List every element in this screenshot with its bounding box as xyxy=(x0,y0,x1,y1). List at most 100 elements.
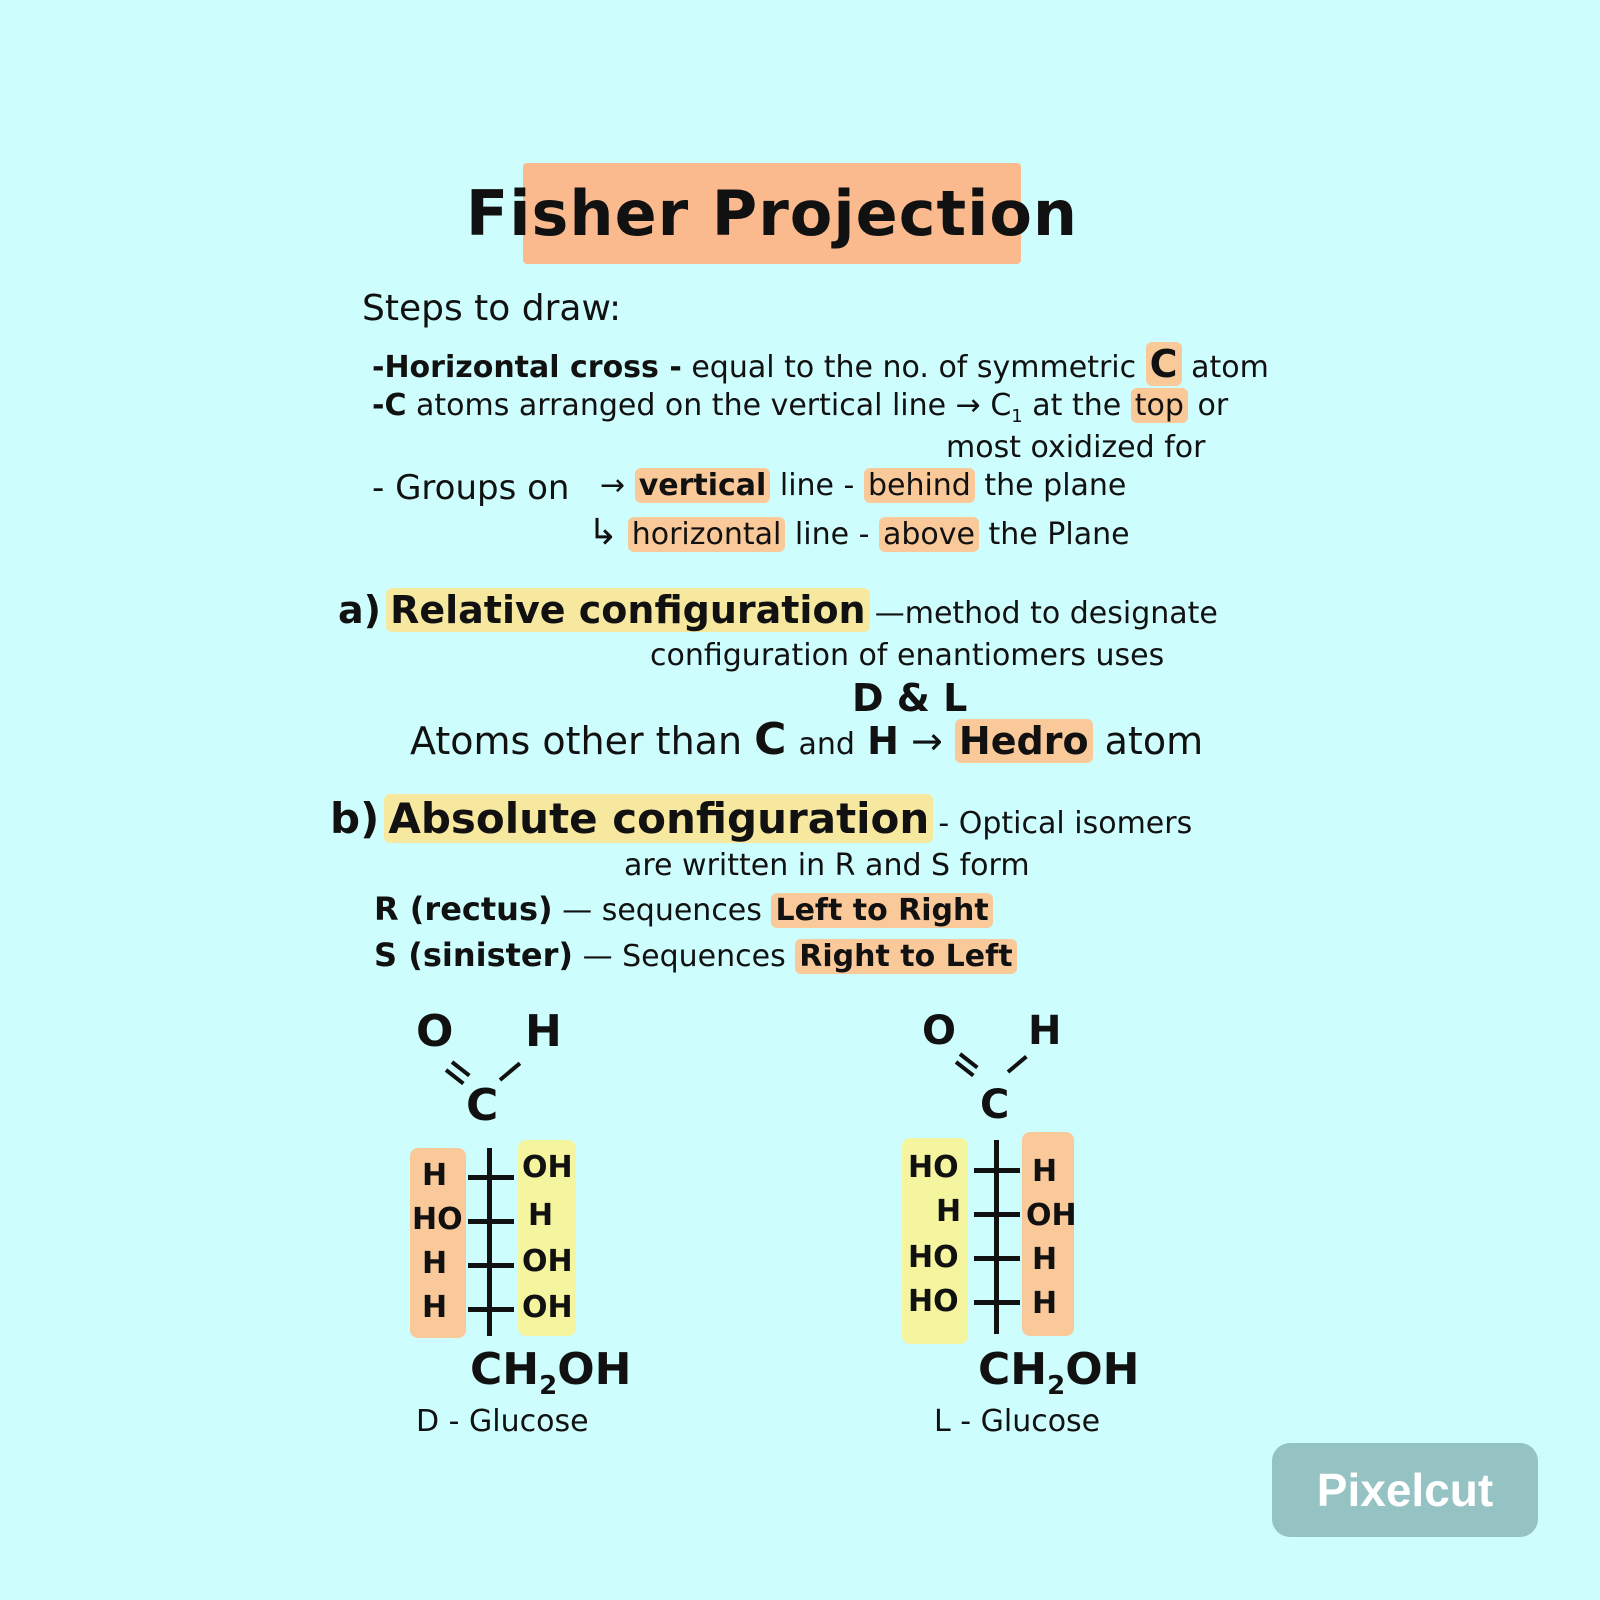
step-1-end: atom xyxy=(1191,350,1269,385)
absolute-label: b) xyxy=(330,794,380,843)
above-word: above xyxy=(878,517,979,552)
horizontal-word: horizontal xyxy=(627,517,786,552)
step-3-term: - Groups on xyxy=(372,468,570,508)
step-1-term: -Horizontal cross - xyxy=(372,350,682,385)
r-seq: sequences xyxy=(601,893,762,928)
r-dash: — xyxy=(562,893,593,928)
relative-label: a) xyxy=(338,588,382,632)
step-1-text: equal to the no. of symmetric xyxy=(691,350,1137,385)
s-label: S (sinister) xyxy=(374,936,574,974)
d-right-1: OH xyxy=(522,1150,573,1185)
d-hline-4 xyxy=(468,1307,514,1312)
d-oh: OH xyxy=(557,1344,632,1395)
d-vertical-line xyxy=(487,1148,492,1336)
d-left-2: HO xyxy=(412,1202,463,1237)
step-3: - Groups on xyxy=(372,468,569,508)
l-hline-1 xyxy=(974,1168,1020,1173)
step-2-top: top xyxy=(1130,388,1188,423)
d-ch: CH xyxy=(470,1344,540,1395)
d-left-4: H xyxy=(422,1290,448,1325)
l-right-1: H xyxy=(1032,1154,1058,1189)
d-hline-2 xyxy=(468,1219,514,1224)
s-direction: Right to Left xyxy=(795,939,1017,974)
absolute-term: Absolute configuration xyxy=(384,794,934,843)
step-3-line: line - xyxy=(779,468,855,503)
d-hline-1 xyxy=(468,1175,514,1180)
absolute-heading: b) Absolute configuration - Optical isom… xyxy=(330,794,1192,843)
absolute-desc-2: are written in R and S form xyxy=(624,848,1030,883)
d-single-bond xyxy=(498,1061,522,1082)
step-2-text: atoms arranged on the vertical line → C xyxy=(416,388,1012,423)
d-left-1: H xyxy=(422,1158,448,1193)
d-right-highlight xyxy=(518,1140,576,1336)
atoms-text: Atoms other than xyxy=(410,719,743,763)
l-ch: CH xyxy=(978,1344,1048,1395)
l-left-1: HO xyxy=(908,1150,959,1185)
l-c-atom: C xyxy=(980,1082,1010,1128)
arrow-curve-icon: ↳ xyxy=(588,512,619,553)
l-right-4: H xyxy=(1032,1286,1058,1321)
l-vertical-line xyxy=(994,1140,999,1334)
l-hline-2 xyxy=(974,1212,1020,1217)
relative-desc: —method to designate xyxy=(874,596,1218,631)
step-3-horizontal: ↳ horizontal line - above the Plane xyxy=(588,512,1130,553)
atoms-and: and xyxy=(798,727,855,762)
d-sub: 2 xyxy=(539,1370,558,1401)
atoms-line: Atoms other than C and H → Hedro atom xyxy=(410,714,1203,765)
l-glucose-diagram: O H C HO H HO HO H OH H H CH2OH L - Gluc… xyxy=(900,1000,1220,1460)
relative-term: Relative configuration xyxy=(386,588,870,632)
l-single-bond xyxy=(1006,1055,1028,1074)
relative-desc-2: configuration of enantiomers uses xyxy=(650,638,1165,673)
l-oh: OH xyxy=(1065,1344,1140,1395)
d-right-3: OH xyxy=(522,1244,573,1279)
step-3-vertical: → vertical line - behind the plane xyxy=(600,468,1126,503)
d-right-4: OH xyxy=(522,1290,573,1325)
s-seq: Sequences xyxy=(622,939,786,974)
vertical-word: vertical xyxy=(634,468,771,503)
absolute-desc: - Optical isomers xyxy=(938,806,1193,841)
d-hline-3 xyxy=(468,1263,514,1268)
l-bottom-group: CH2OH xyxy=(978,1344,1139,1401)
d-glucose-diagram: O H C H HO H H OH H OH OH CH2OH D - Gluc… xyxy=(400,1000,720,1460)
s-dash: — xyxy=(582,939,613,974)
l-right-highlight xyxy=(1022,1132,1074,1336)
l-left-3: HO xyxy=(908,1240,959,1275)
dl-label: D & L xyxy=(852,676,968,720)
step-2-c: -C xyxy=(372,388,407,423)
behind-word: behind xyxy=(863,468,975,503)
l-h-atom: H xyxy=(1028,1008,1062,1054)
r-label: R (rectus) xyxy=(374,890,553,928)
step-3-line-2: line - xyxy=(794,517,870,552)
l-right-3: H xyxy=(1032,1242,1058,1277)
d-o-atom: O xyxy=(416,1006,454,1057)
l-hline-3 xyxy=(974,1256,1020,1261)
steps-heading: Steps to draw: xyxy=(362,288,622,329)
r-line: R (rectus) — sequences Left to Right xyxy=(374,890,993,928)
atoms-end: atom xyxy=(1104,719,1204,763)
atoms-h: H xyxy=(867,719,899,763)
step-1: -Horizontal cross - equal to the no. of … xyxy=(372,342,1269,386)
d-glucose-name: D - Glucose xyxy=(416,1404,589,1439)
d-right-2: H xyxy=(528,1198,554,1233)
atoms-arrow-icon: → xyxy=(910,719,943,763)
l-glucose-name: L - Glucose xyxy=(934,1404,1101,1439)
l-o-atom: O xyxy=(922,1008,957,1054)
d-left-highlight xyxy=(410,1148,466,1338)
d-c-atom: C xyxy=(466,1080,499,1131)
l-left-4: HO xyxy=(908,1284,959,1319)
l-sub: 2 xyxy=(1047,1370,1066,1401)
atoms-c: C xyxy=(754,714,787,765)
s-line: S (sinister) — Sequences Right to Left xyxy=(374,936,1017,974)
pixelcut-watermark-button[interactable]: Pixelcut xyxy=(1272,1443,1538,1537)
step-1-c: C xyxy=(1145,342,1182,386)
step-3-plane-2: the Plane xyxy=(988,517,1130,552)
l-left-2: H xyxy=(936,1194,962,1229)
step-2-cont: most oxidized for xyxy=(946,430,1206,465)
step-2-at: at the xyxy=(1032,388,1122,423)
step-3-plane: the plane xyxy=(984,468,1127,503)
hedro-word: Hedro xyxy=(954,719,1093,763)
relative-heading: a) Relative configuration —method to des… xyxy=(338,588,1218,632)
r-direction: Left to Right xyxy=(771,893,993,928)
l-right-2: OH xyxy=(1026,1198,1077,1233)
step-2-or: or xyxy=(1197,388,1229,423)
